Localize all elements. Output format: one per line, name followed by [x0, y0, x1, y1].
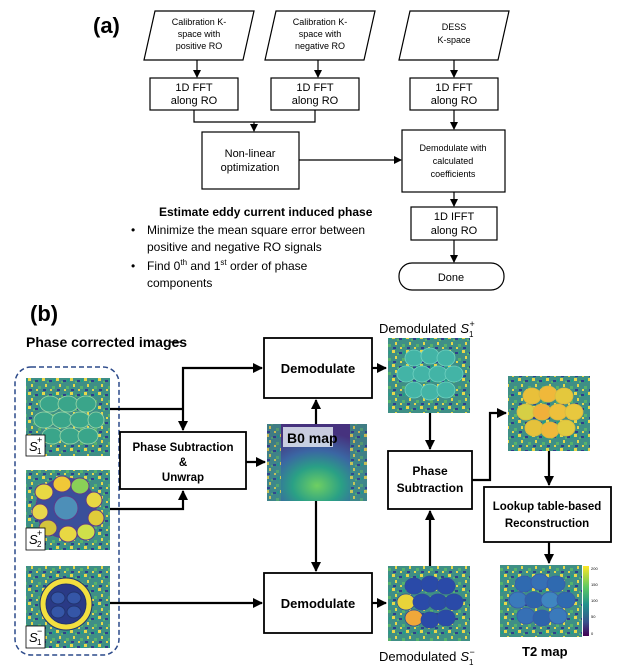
estimate-bullets: • Minimize the mean square error between…	[131, 223, 365, 290]
svg-text:−: −	[37, 626, 42, 636]
svg-text:positive and negative RO signa: positive and negative RO signals	[147, 240, 322, 254]
arrow	[181, 363, 263, 409]
svg-text:+: +	[37, 528, 42, 538]
lookup-table-box: Lookup table-based Reconstruction	[483, 486, 612, 543]
svg-text:Calibration K-: Calibration K-	[172, 17, 227, 27]
calib-negative-input: Calibration K- space with negative RO	[264, 10, 376, 61]
svg-text:S: S	[29, 630, 38, 645]
svg-text:Unwrap: Unwrap	[162, 472, 204, 484]
svg-text:Lookup table-based: Lookup table-based	[493, 501, 602, 513]
demodulate-top-box: Demodulate	[263, 337, 373, 399]
svg-text:1: 1	[37, 447, 42, 456]
connector	[193, 110, 316, 123]
svg-text:1D FFT: 1D FFT	[435, 82, 473, 94]
svg-text:components: components	[147, 276, 212, 290]
phase-subtraction-unwrap-box: Phase Subtraction & Unwrap	[119, 431, 247, 490]
fft-negative-box: 1D FFT along RO	[270, 77, 360, 111]
svg-text:space with: space with	[299, 29, 342, 39]
svg-text:S: S	[29, 532, 38, 547]
svg-text:0: 0	[591, 631, 594, 636]
demodulate-coefficients-box: Demodulate with calculated coefficients	[401, 129, 506, 193]
svg-text:2: 2	[37, 540, 42, 549]
svg-text:along RO: along RO	[431, 225, 478, 237]
calib-positive-input: Calibration K- space with positive RO	[143, 10, 255, 61]
svg-text:•: •	[131, 259, 135, 273]
svg-text:Subtraction: Subtraction	[397, 481, 464, 495]
svg-text:space with: space with	[178, 29, 221, 39]
demodulated-s1-minus-image	[388, 566, 470, 641]
b0-map-image: B0 map	[267, 424, 367, 501]
svg-text:Phase Subtraction: Phase Subtraction	[133, 442, 234, 454]
svg-text:DESS: DESS	[442, 22, 467, 32]
s1-plus-image: S 1 +	[25, 378, 110, 457]
nonlinear-optimization-box: Non-linear optimization	[201, 131, 300, 190]
panel-b-label: (b)	[30, 301, 58, 326]
s1-plus-label: S	[29, 439, 38, 454]
b0-map-label: B0 map	[287, 430, 338, 446]
svg-text:optimization: optimization	[221, 162, 280, 174]
demodulated-s1-plus-image	[388, 338, 470, 413]
svg-text:1D IFFT: 1D IFFT	[434, 211, 475, 223]
svg-text:•: •	[131, 223, 135, 237]
arrow	[110, 490, 188, 511]
t2-colorbar	[583, 566, 589, 636]
estimate-title: Estimate eddy current induced phase	[159, 205, 373, 219]
s1-minus-image: S 1 −	[25, 566, 110, 649]
svg-text:Calibration K-: Calibration K-	[293, 17, 348, 27]
svg-text:Reconstruction: Reconstruction	[505, 518, 589, 530]
demodulate-bottom-box: Demodulate	[263, 572, 373, 634]
phase-subtraction-box: Phase Subtraction	[387, 450, 473, 510]
svg-text:coefficients: coefficients	[431, 169, 476, 179]
svg-text:along RO: along RO	[431, 95, 478, 107]
svg-text:200: 200	[591, 566, 598, 571]
svg-text:along RO: along RO	[292, 95, 339, 107]
svg-text:Minimize the mean square error: Minimize the mean square error between	[147, 223, 365, 237]
svg-text:&: &	[179, 457, 187, 469]
svg-text:1D FFT: 1D FFT	[296, 82, 334, 94]
svg-text:+: +	[37, 435, 42, 445]
t2-map-label: T2 map	[522, 644, 568, 659]
panel-a-label: (a)	[93, 13, 120, 38]
svg-text:Demodulate with: Demodulate with	[419, 143, 486, 153]
svg-text:1: 1	[37, 638, 42, 647]
svg-text:50: 50	[591, 614, 596, 619]
svg-text:calculated: calculated	[433, 156, 474, 166]
arrow	[472, 408, 507, 482]
fft-positive-box: 1D FFT along RO	[149, 77, 239, 111]
ifft-box: 1D IFFT along RO	[410, 206, 498, 241]
svg-text:K-space: K-space	[437, 35, 470, 45]
svg-text:positive RO: positive RO	[176, 41, 223, 51]
svg-text:150: 150	[591, 582, 598, 587]
svg-text:along RO: along RO	[171, 95, 218, 107]
svg-text:Demodulate: Demodulate	[281, 361, 355, 376]
svg-text:negative RO: negative RO	[295, 41, 345, 51]
phase-difference-image	[508, 376, 590, 451]
svg-text:Non-linear: Non-linear	[225, 148, 276, 160]
svg-text:Find 0th and 1st order of phas: Find 0th and 1st order of phase	[147, 258, 308, 273]
phase-corrected-title: Phase corrected images	[26, 334, 187, 350]
phase-corrected-group	[14, 366, 120, 656]
svg-text:100: 100	[591, 598, 598, 603]
svg-text:1D FFT: 1D FFT	[175, 82, 213, 94]
dess-kspace-input: DESS K-space	[398, 10, 510, 61]
svg-text:Demodulate: Demodulate	[281, 596, 355, 611]
svg-text:Phase: Phase	[412, 464, 448, 478]
s2-plus-image: S 2 +	[25, 470, 110, 551]
done-terminal: Done	[398, 262, 505, 291]
svg-text:Done: Done	[438, 272, 464, 284]
fft-dess-box: 1D FFT along RO	[409, 77, 499, 111]
t2-map-image: 200 150 100 50 0	[500, 565, 598, 637]
